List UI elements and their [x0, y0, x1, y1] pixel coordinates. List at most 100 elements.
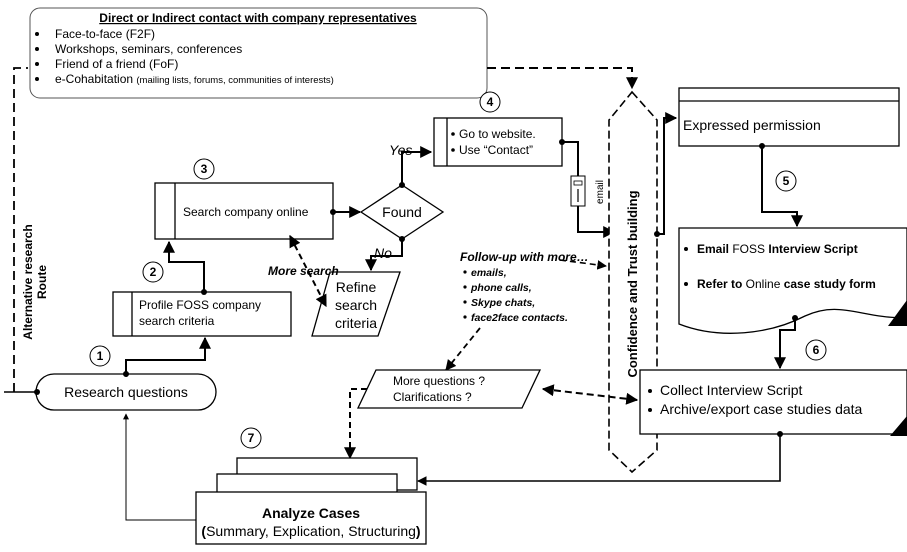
- analyze-subtitle-text: Summary, Explication, Structuring: [206, 523, 416, 539]
- questions-collect-arrow: [541, 384, 639, 405]
- analyze-subtitle: (Summary, Explication, Structuring): [201, 523, 420, 539]
- step-7-marker: [240, 427, 262, 449]
- more-questions-box: [356, 369, 542, 409]
- research-questions-label: Research questions: [64, 384, 188, 400]
- step-4-number: 4: [487, 95, 494, 109]
- research-to-profile-arrow: [125, 336, 211, 374]
- refine-label-line3: criteria: [335, 315, 377, 331]
- search-online-label: Search company online: [183, 205, 309, 219]
- contact-box-title: Direct or Indirect contact with company …: [99, 11, 417, 25]
- found-decision: [359, 184, 445, 240]
- website-to-trust-arrow: [562, 141, 616, 238]
- step-2-marker: [142, 261, 164, 283]
- bullet: [451, 148, 455, 152]
- refine-label-line2: search: [335, 297, 377, 313]
- profile-box: [112, 291, 292, 337]
- followup-item: phone calls,: [470, 282, 532, 294]
- page-corner: [890, 416, 907, 436]
- email-to-collect-arrow: [774, 318, 796, 370]
- email-doc-line1-n: FOSS: [729, 242, 768, 256]
- step-4-marker: [479, 91, 501, 113]
- step-3-marker: [193, 158, 215, 180]
- website-label-line2: Use “Contact”: [459, 143, 533, 157]
- contact-item: Workshops, seminars, conferences: [55, 42, 242, 56]
- bullet: [451, 132, 455, 136]
- email-label: email: [595, 180, 606, 204]
- alt-route-label-line2: Route: [35, 265, 49, 299]
- contact-bullets: [35, 32, 39, 81]
- profile-label-line2: search criteria: [139, 314, 215, 328]
- profile-label-line1: Profile FOSS company: [139, 298, 261, 312]
- profile-to-search-arrow: [163, 240, 205, 292]
- permission-label: Expressed permission: [683, 117, 821, 133]
- contact-item-text: e-Cohabitation: [55, 72, 136, 86]
- more-search-label: More search: [268, 264, 339, 278]
- step-5-marker: [775, 170, 797, 192]
- no-label: No: [374, 245, 392, 261]
- contact-item: e-Cohabitation (mailing lists, forums, c…: [55, 72, 334, 86]
- step-7-number: 7: [248, 431, 255, 445]
- step-6-number: 6: [813, 343, 820, 357]
- email-doc-line1-b2: Interview Script: [768, 242, 857, 256]
- contact-item-note: (mailing lists, forums, communities of i…: [136, 75, 333, 86]
- trust-label: Confidence and Trust building: [625, 190, 640, 377]
- search-online-box: [154, 182, 334, 240]
- more-questions-line1: More questions ?: [393, 374, 485, 388]
- contact-item: Face-to-face (F2F): [55, 27, 155, 41]
- more-search-arrow: [289, 234, 327, 308]
- followup-list: Follow-up with more… emails, phone calls…: [460, 250, 589, 324]
- bullet: [648, 408, 652, 412]
- email-icon: [570, 175, 586, 207]
- step-1-number: 1: [97, 349, 104, 363]
- bullet: [648, 389, 652, 393]
- trust-to-permission-arrow: [657, 112, 678, 235]
- research-questions-dot: [34, 389, 40, 395]
- website-label-line1: Go to website.: [459, 127, 536, 141]
- more-questions-line2: Clarifications ?: [393, 390, 472, 404]
- analyze-box: [195, 491, 427, 545]
- email-doc-line2: Refer to Online case study form: [697, 277, 876, 291]
- yes-label: Yes: [389, 142, 412, 158]
- refine-box: [311, 271, 401, 337]
- yes-arrow: [401, 146, 433, 185]
- email-doc-line2-n: Online: [742, 277, 783, 291]
- collect-item-1: Collect Interview Script: [660, 382, 802, 398]
- no-arrow: [365, 239, 403, 272]
- collect-box: [639, 369, 907, 435]
- analyze-to-research-arrow: [123, 413, 196, 521]
- email-doc-line1-b1: Email: [697, 242, 729, 256]
- followup-to-trust-arrow: [559, 259, 607, 270]
- email-doc-line1: Email FOSS Interview Script: [697, 242, 858, 256]
- followup-title: Follow-up with more…: [460, 250, 589, 264]
- permission-to-email-arrow: [761, 146, 803, 228]
- step-6-marker: [805, 339, 827, 361]
- step-1-marker: [89, 345, 111, 367]
- email-doc-corner: [888, 300, 907, 326]
- email-doc-box: [678, 227, 907, 334]
- contact-box: Direct or Indirect contact with company …: [29, 7, 488, 99]
- collect-item-2: Archive/export case studies data: [660, 401, 863, 417]
- followup-item: face2face contacts.: [471, 312, 568, 324]
- bullet: [684, 247, 688, 251]
- step-2-number: 2: [150, 265, 157, 279]
- followup-item: Skype chats,: [471, 297, 535, 309]
- followup-item: emails,: [471, 267, 507, 279]
- website-box: [433, 117, 563, 167]
- bullet: [684, 282, 688, 286]
- analyze-stack: [195, 457, 427, 545]
- step-3-number: 3: [201, 162, 208, 176]
- analyze-title: Analyze Cases: [262, 505, 360, 521]
- alt-route-line: [13, 67, 28, 392]
- found-label: Found: [382, 204, 422, 220]
- followup-to-questions-arrow: [445, 327, 481, 371]
- contact-to-trust-arrow: [487, 67, 638, 90]
- contact-item: Friend of a friend (FoF): [55, 57, 178, 71]
- collect-to-analyze-arrow: [417, 434, 781, 486]
- alt-route-label-line1: Alternative research: [21, 224, 35, 339]
- permission-box: [678, 87, 900, 147]
- analyze-subtitle-open: (: [201, 523, 206, 539]
- email-doc-line2-b2: case study form: [784, 277, 876, 291]
- questions-to-analyze-arrow: [344, 388, 367, 460]
